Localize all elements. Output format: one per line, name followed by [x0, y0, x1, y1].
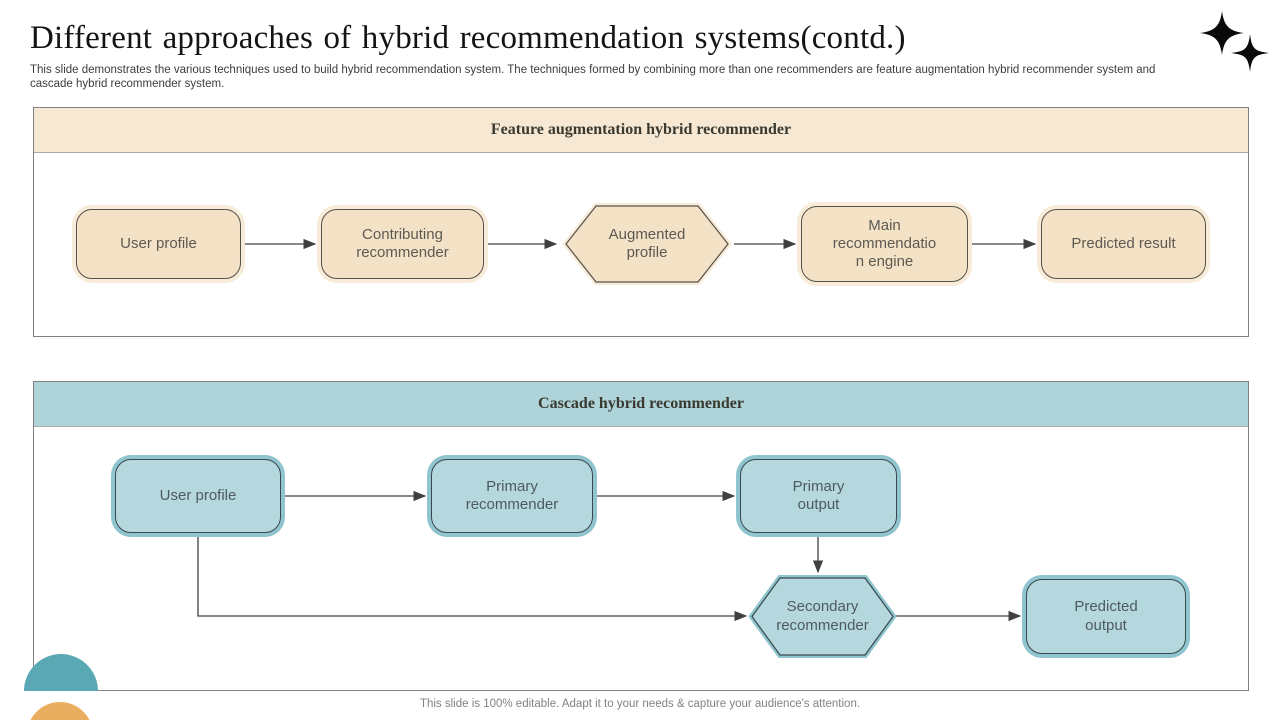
- flow-node-augmented-profile: Augmented profile: [562, 202, 732, 286]
- flow-node-label: Secondary recommender: [776, 598, 869, 634]
- flow-node-predicted-result: Predicted result: [1041, 209, 1206, 279]
- flow-node-label: Predicted result: [1071, 234, 1176, 252]
- sparkles-icon: [1200, 11, 1269, 72]
- flow-node-user-profile: User profile: [76, 209, 241, 279]
- flow-arrows: [241, 238, 1037, 250]
- page-title: Different approaches of hybrid recommend…: [30, 20, 906, 56]
- flow-node-main-recommendation-engine: Main recommendatio n engine: [801, 206, 968, 282]
- panel-title: Feature augmentation hybrid recommender: [490, 121, 792, 138]
- flow-node-label: Primary recommender: [465, 477, 559, 513]
- slide-subtitle: This slide demonstrates the various tech…: [30, 64, 1156, 91]
- flow-node-label: Augmented profile: [608, 225, 686, 261]
- panel-title: Cascade hybrid recommender: [538, 395, 744, 412]
- decoration-orange-semicircle: [27, 702, 93, 720]
- panel-cascade-header: Cascade hybrid recommender: [34, 382, 1248, 427]
- flow-node-contributing-recommender: Contributing recommender: [321, 209, 484, 279]
- slide-header: Different approaches of hybrid recommend…: [30, 20, 1190, 92]
- flow-node-label: Primary output: [792, 477, 845, 513]
- flow-node-label: Predicted output: [1074, 598, 1138, 634]
- panel-feature-augmentation: Feature augmentation hybrid recommender …: [33, 107, 1249, 337]
- panel-cascade: Cascade hybrid recommender User profile: [33, 381, 1249, 691]
- flow-node-user-profile: User profile: [115, 459, 281, 533]
- flow-node-predicted-output: Predicted output: [1026, 579, 1186, 654]
- panel-feature-augmentation-body: User profile Contributing recommender Au…: [34, 153, 1248, 336]
- panel-feature-augmentation-header: Feature augmentation hybrid recommender: [34, 108, 1248, 153]
- flow-node-label: User profile: [120, 234, 197, 252]
- flow-node-label: User profile: [159, 486, 237, 504]
- panel-cascade-body: User profile Primary recommender Primary…: [34, 427, 1248, 690]
- flow-arrows: [197, 490, 1022, 622]
- flow-node-primary-output: Primary output: [740, 459, 897, 533]
- hexagon-shape: [748, 575, 897, 658]
- hexagon-shape: [562, 203, 732, 285]
- flow-node-secondary-recommender: Secondary recommender: [748, 574, 897, 659]
- flow-node-label: Main recommendatio n engine: [832, 216, 937, 271]
- flow-node-primary-recommender: Primary recommender: [431, 459, 593, 533]
- flow-node-label: Contributing recommender: [356, 225, 449, 261]
- footer-note: This slide is 100% editable. Adapt it to…: [419, 698, 861, 710]
